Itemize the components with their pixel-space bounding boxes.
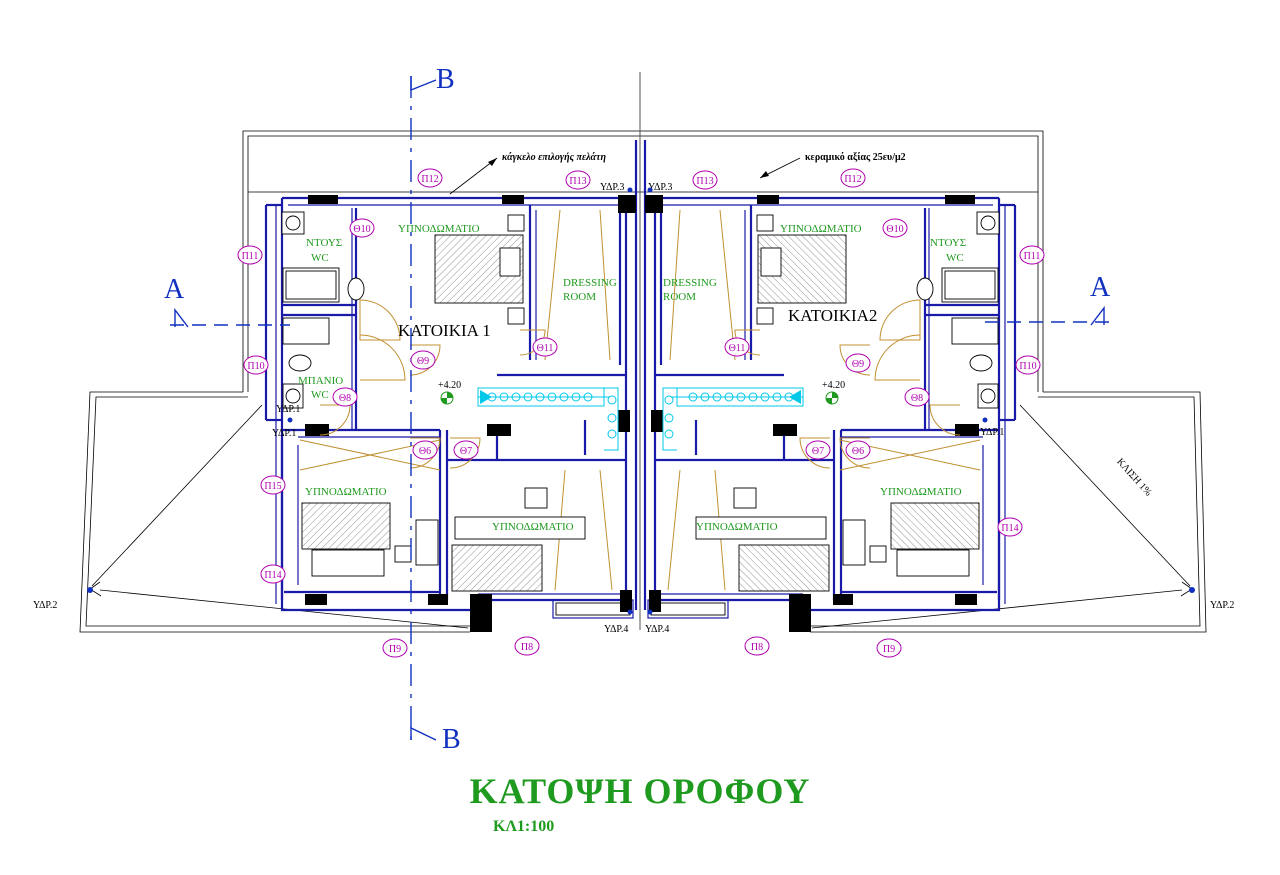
drawing-scale: ΚΛ1:100: [493, 818, 555, 835]
section-line-b: [410, 76, 437, 741]
tag-p13-right: Π13: [696, 176, 713, 187]
party-wall: [634, 72, 647, 630]
opening-tag-circles: [237, 168, 1045, 658]
tag-p9-right: Π9: [883, 644, 895, 655]
left-unit-walls: [264, 196, 636, 619]
room-label-bedroom-bottom-right: ΥΠΝΟΔΩΜΑΤΙΟ: [696, 521, 778, 533]
note-leaders: [449, 157, 801, 195]
room-label-bath-left: ΜΠΑΝΙΟ: [298, 375, 343, 387]
tag-p11-left: Π11: [242, 251, 259, 262]
tag-t8-right: Θ8: [911, 393, 923, 404]
tag-p11-right: Π11: [1024, 251, 1041, 262]
drain-label-d1-right: ΥΔΡ.1: [980, 427, 1004, 438]
note-ceramic: κεραμικό αξίας 25ευ/μ2: [805, 152, 906, 163]
tag-p14-right: Π14: [1001, 523, 1018, 534]
level-marker-right-icon: [825, 391, 839, 405]
drain-point-icons: [87, 187, 1195, 615]
section-b-label-bottom: B: [442, 724, 461, 755]
tag-p12-right: Π12: [844, 174, 861, 185]
unit-label-right: ΚΑΤΟΙΚΙΑ2: [788, 306, 877, 325]
drain-label-d1-left-b: ΥΔΡ.1: [272, 428, 296, 439]
tag-t11-left: Θ11: [537, 343, 554, 354]
room-label-bedroom-top-right: ΥΠΝΟΔΩΜΑΤΙΟ: [780, 223, 862, 235]
room-label-bedroom-mid-right: ΥΠΝΟΔΩΜΑΤΙΟ: [880, 486, 962, 498]
tag-p9-left: Π9: [389, 644, 401, 655]
tag-t6-right: Θ6: [852, 446, 864, 457]
fixtures-left: [281, 211, 586, 592]
room-label-wc-left: WC: [311, 252, 329, 264]
fixtures-right: [695, 211, 1000, 592]
terrace-outline: [79, 130, 1207, 633]
tag-p10-left: Π10: [247, 361, 264, 372]
room-label-dressing-right: DRESSING: [663, 277, 717, 289]
section-b-label-top: B: [436, 64, 455, 95]
tag-t11-right: Θ11: [729, 343, 746, 354]
level-label-right: +4.20: [822, 380, 845, 391]
drawing-title: ΚΑΤΟΨΗ ΟΡΟΦΟΥ: [469, 771, 811, 811]
tag-t10-right: Θ10: [886, 224, 903, 235]
stairs-right: [662, 387, 804, 451]
note-slope: ΚΛΙΣΗ 1%: [1114, 456, 1153, 498]
tag-t7-right: Θ7: [812, 446, 824, 457]
level-marker-left-icon: [440, 391, 454, 405]
section-a-label-right: A: [1090, 272, 1111, 303]
drain-label-d4-left: ΥΔΡ.4: [604, 624, 628, 635]
tag-p12-left: Π12: [421, 174, 438, 185]
unit-label-left: ΚΑΤΟΙΚΙΑ 1: [398, 321, 491, 340]
tag-p13-left: Π13: [569, 176, 586, 187]
section-line-a: [170, 305, 1110, 328]
room-label-bedroom-mid-left: ΥΠΝΟΔΩΜΑΤΙΟ: [305, 486, 387, 498]
tag-t8-left: Θ8: [339, 393, 351, 404]
room-label-room-right: ROOM: [663, 291, 696, 303]
level-label-left: +4.20: [438, 380, 461, 391]
stairs-left: [477, 387, 619, 451]
room-label-bedroom-top-left: ΥΠΝΟΔΩΜΑΤΙΟ: [398, 223, 480, 235]
tag-p10-right: Π10: [1019, 361, 1036, 372]
drain-label-d2-left: ΥΔΡ.2: [33, 600, 57, 611]
tag-p8-right: Π8: [751, 642, 763, 653]
room-label-wc-right: WC: [946, 252, 964, 264]
structural-columns: [305, 195, 979, 632]
tag-p15-left: Π15: [264, 481, 281, 492]
drain-label-d3-right: ΥΔΡ.3: [648, 182, 672, 193]
tag-t9-left: Θ9: [417, 356, 429, 367]
room-label-shower-right: ΝΤΟΥΣ: [930, 237, 966, 249]
right-unit-walls: [645, 196, 1017, 619]
tag-t9-right: Θ9: [852, 359, 864, 370]
room-label-bath-wc-left: WC: [311, 389, 329, 401]
room-label-bedroom-bottom-left: ΥΠΝΟΔΩΜΑΤΙΟ: [492, 521, 574, 533]
room-label-dressing-left: DRESSING: [563, 277, 617, 289]
tag-t6-left: Θ6: [419, 446, 431, 457]
drain-label-d3-left: ΥΔΡ.3: [600, 182, 624, 193]
note-railing: κάγκελο επιλογής πελάτη: [502, 152, 606, 163]
drain-label-d2-right: ΥΔΡ.2: [1210, 600, 1234, 611]
tag-t7-left: Θ7: [460, 446, 472, 457]
drain-label-d1-left: ΥΔΡ.1: [276, 404, 300, 415]
drain-label-d4-right: ΥΔΡ.4: [645, 624, 669, 635]
room-label-shower-left: ΝΤΟΥΣ: [306, 237, 342, 249]
tag-p14-left: Π14: [264, 570, 281, 581]
tag-t10-left: Θ10: [353, 224, 370, 235]
tag-p8-left: Π8: [521, 642, 533, 653]
room-label-room-left: ROOM: [563, 291, 596, 303]
section-a-label-left: A: [164, 274, 185, 305]
